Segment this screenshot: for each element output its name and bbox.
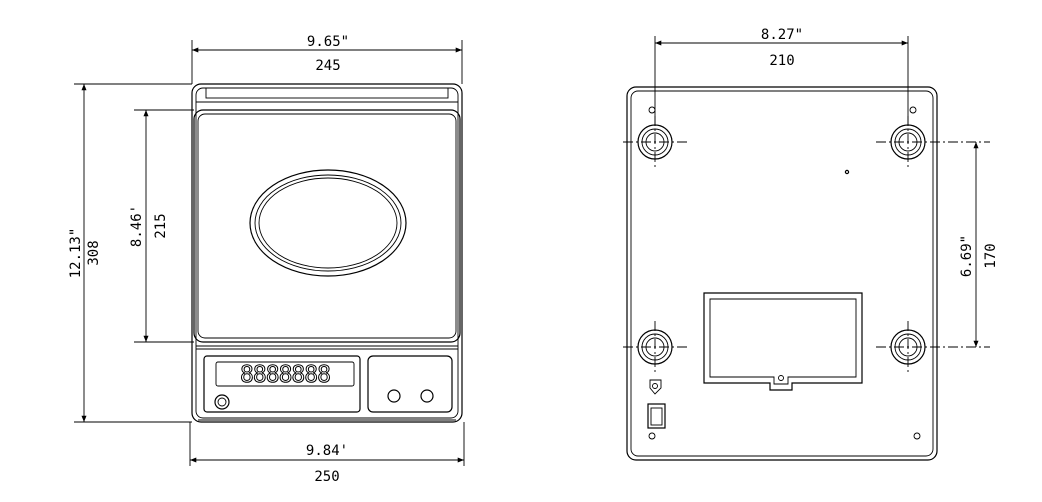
- foot-bottom-right: [876, 321, 990, 373]
- key-button-left: [387, 389, 401, 403]
- front-body-outline: [191, 83, 463, 423]
- foot-bottom-left: [623, 321, 687, 373]
- dim-foot-span-height-in: 6.69": [959, 235, 975, 277]
- rear-lip: [205, 87, 449, 99]
- weighing-pan-inner: [197, 113, 457, 339]
- key-button-right: [420, 389, 434, 403]
- dim-pan-height-in: 8.46': [129, 205, 145, 247]
- key-panel: [367, 355, 453, 413]
- dim-top-width-in: 9.65": [307, 34, 349, 50]
- power-knob-icon: [214, 394, 230, 410]
- dim-height-mm: 308: [86, 240, 102, 265]
- rear-view: 8.27" 210 6.69" 170: [623, 27, 999, 461]
- dim-bottom-width-mm: 250: [314, 469, 339, 485]
- rear-body-inner-outline: [630, 90, 934, 457]
- power-jack-icon: [649, 379, 662, 395]
- dim-top-width-mm: 245: [315, 58, 340, 74]
- dim-foot-span-width-in: 8.27": [761, 27, 803, 43]
- dim-bottom-width-in: 9.84': [306, 443, 348, 459]
- display-digits: 8888888: [240, 362, 330, 388]
- display-window: [203, 355, 361, 413]
- rear-body-outline: [626, 86, 938, 461]
- dim-foot-span-width-mm: 210: [769, 53, 794, 69]
- dim-foot-span-height-mm: 170: [983, 243, 999, 268]
- power-switch-icon: [647, 403, 666, 429]
- dim-height-in: 12.13": [68, 228, 84, 279]
- front-view: 8888888 9.65" 245 12.13" 308 8.46' 215 9…: [68, 34, 465, 485]
- dim-pan-height-mm: 215: [153, 213, 169, 238]
- battery-compartment: [703, 292, 863, 391]
- pan-oval: [249, 169, 407, 277]
- weighing-pan: [193, 109, 461, 343]
